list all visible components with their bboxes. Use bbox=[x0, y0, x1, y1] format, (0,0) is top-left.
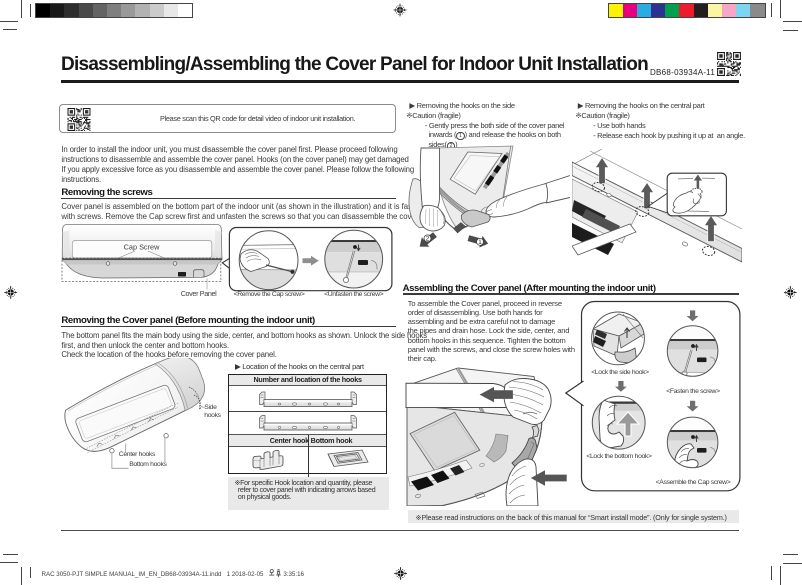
svg-text:1: 1 bbox=[478, 239, 482, 246]
svg-text:Cap Screw: Cap Screw bbox=[124, 243, 160, 252]
svg-text:2: 2 bbox=[426, 236, 430, 243]
